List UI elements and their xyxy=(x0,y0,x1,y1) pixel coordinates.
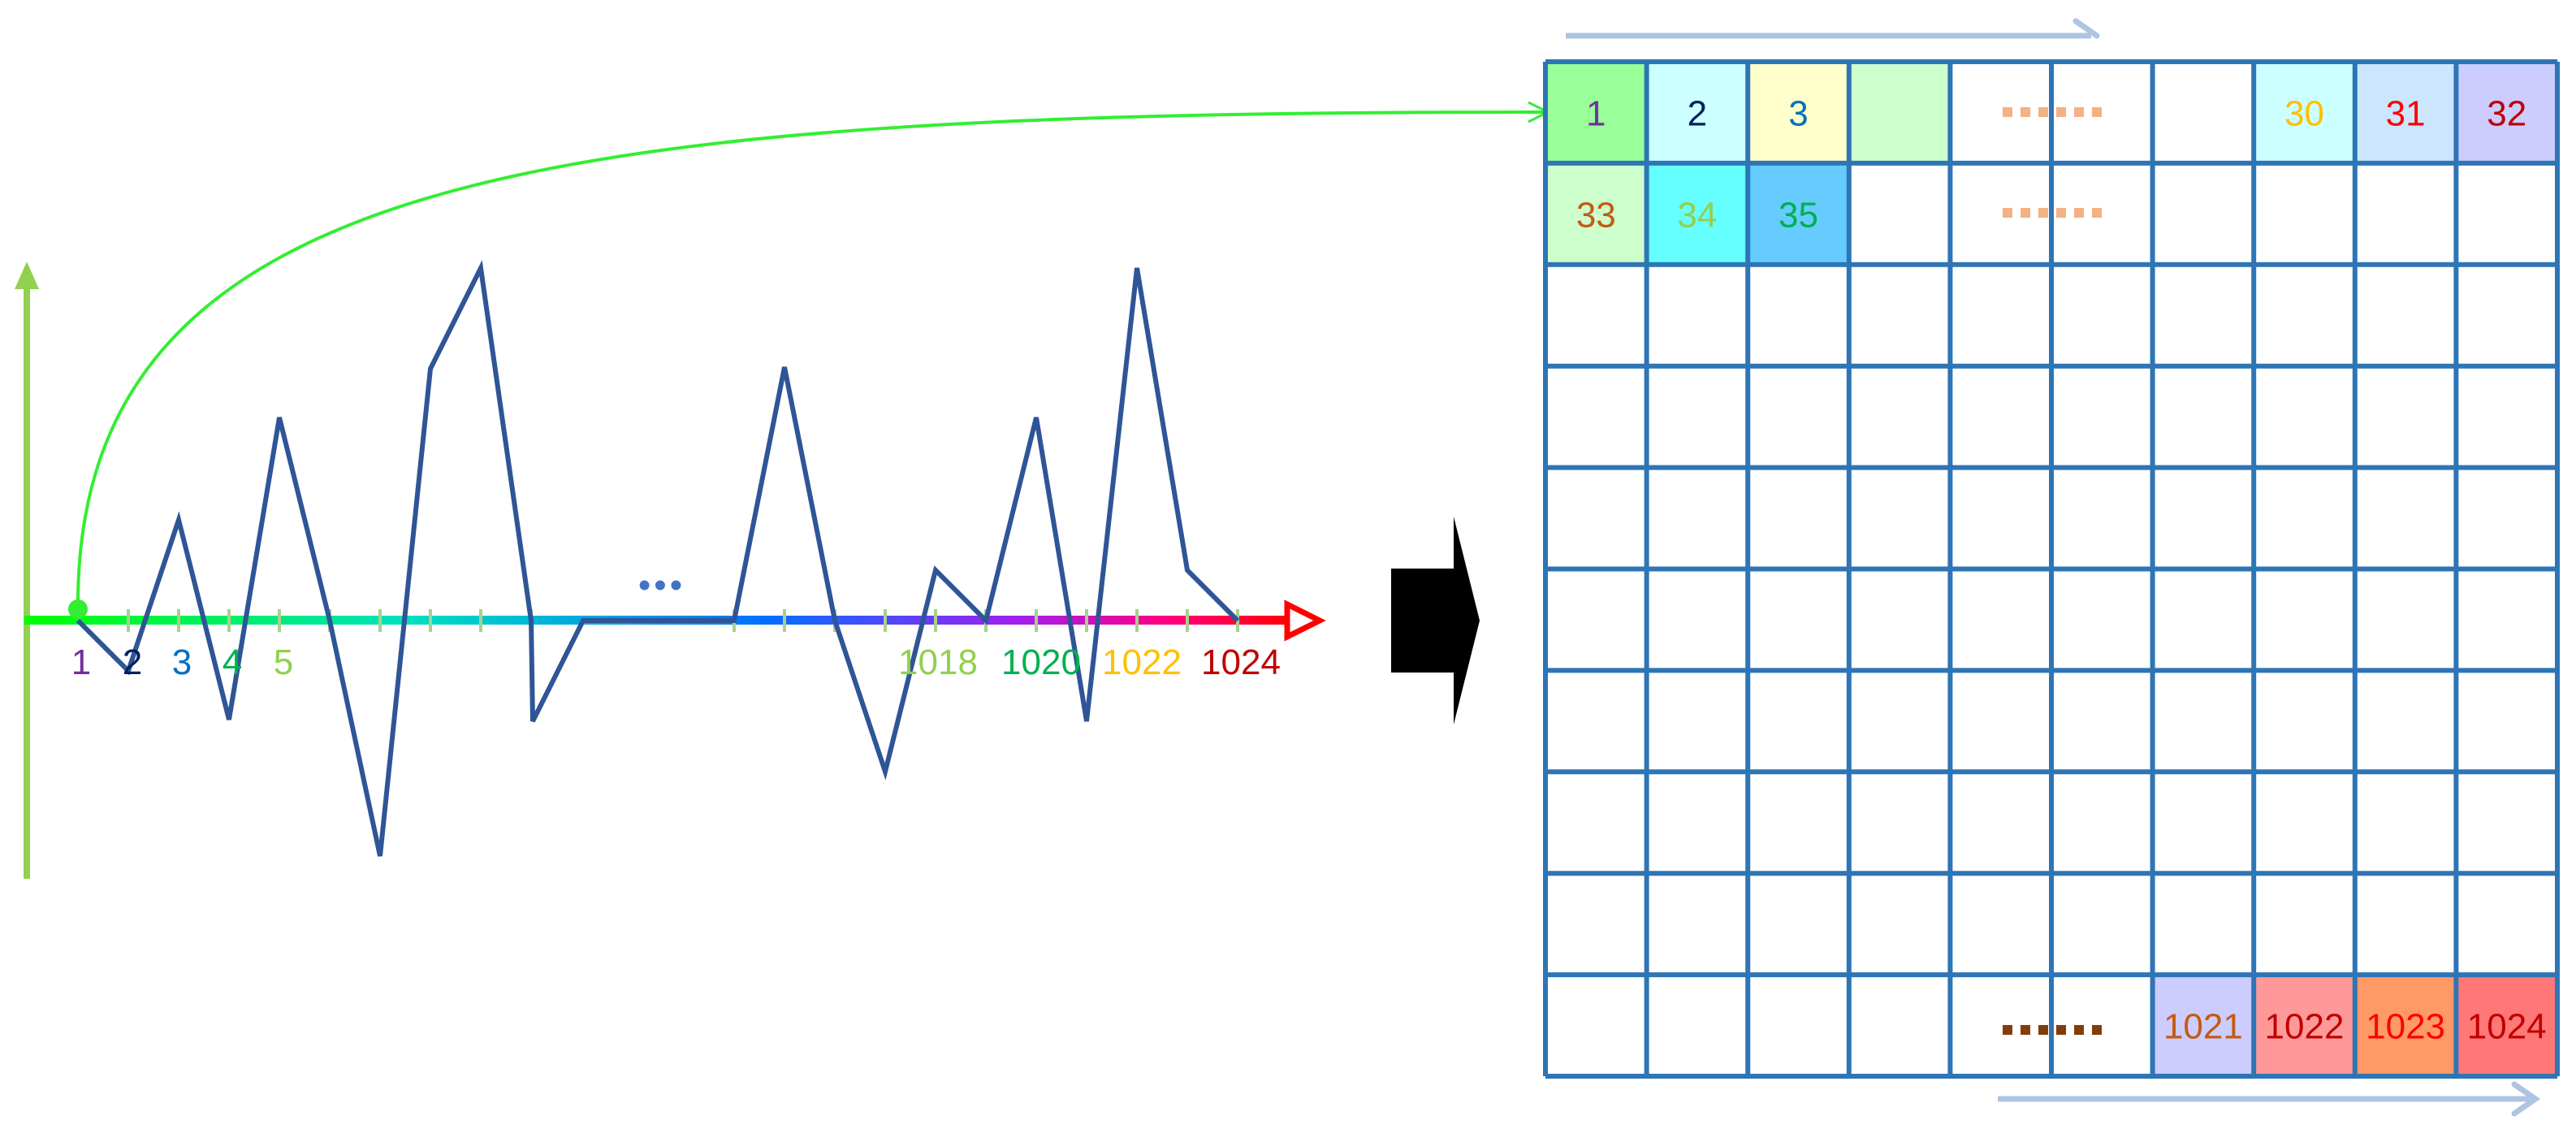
grid-cell xyxy=(1545,162,1647,265)
ellipsis-dot-row2 xyxy=(2003,208,2012,218)
grid-cell-label: 30 xyxy=(2284,93,2324,133)
grid-cell xyxy=(1748,162,1849,265)
ellipsis-dot-row2 xyxy=(2021,208,2030,218)
vertical-axis-arrowhead-icon xyxy=(15,262,39,289)
axis-label: 4 xyxy=(223,642,242,682)
ellipsis-dot-row2 xyxy=(2092,208,2102,218)
grid-lines xyxy=(1543,59,2560,1079)
grid-cell-label: 3 xyxy=(1788,93,1808,133)
axis-label: 2 xyxy=(123,642,142,682)
grid-cell xyxy=(1646,162,1748,265)
grid-cell-label: 32 xyxy=(2487,93,2526,133)
ellipsis-dot-row1 xyxy=(2038,107,2048,117)
ellipsis-dot-row2 xyxy=(2056,208,2066,218)
grid-cell-label: 1021 xyxy=(2163,1007,2243,1047)
grid-cell-label: 1 xyxy=(1586,93,1606,133)
grid-cell xyxy=(2456,62,2557,163)
grid-cell xyxy=(2354,975,2457,1076)
ellipsis-dot-last-row xyxy=(2092,1025,2102,1035)
grid-cell xyxy=(2254,975,2355,1076)
axis-label: 5 xyxy=(274,642,293,682)
ellipsis-dot-last-row xyxy=(2038,1025,2048,1035)
ellipsis-dot-last-row xyxy=(2021,1025,2030,1035)
ellipsis-dot-row1 xyxy=(2092,107,2102,117)
grid-cell xyxy=(2456,975,2557,1076)
ellipsis-dot-last-row xyxy=(2003,1025,2012,1035)
grid-panel: 1 2 3 30 31 32 33 34 35 1021 1022 1023 1024 xyxy=(1543,18,2560,1117)
grid-cell xyxy=(1848,62,1951,163)
ellipsis-dot-last-row xyxy=(2074,1025,2084,1035)
axis-label: 1024 xyxy=(1201,642,1281,682)
ellipsis-dot-row2 xyxy=(2038,208,2048,218)
axis-label: 1022 xyxy=(1102,642,1182,682)
grid-cell-label: 35 xyxy=(1779,195,1818,235)
grid-cell xyxy=(2152,975,2254,1076)
grid-cell-label: 33 xyxy=(1576,195,1616,235)
grid-cell xyxy=(2254,62,2355,163)
grid-cell-label: 1023 xyxy=(2366,1007,2445,1047)
grid-ellipsis-dots xyxy=(2003,107,2102,1035)
signal-waveform xyxy=(76,260,1240,857)
grid-cell xyxy=(2354,62,2457,163)
block-arrow-icon xyxy=(1391,517,1480,725)
ellipsis-dot-row2 xyxy=(2074,208,2084,218)
ellipsis-dot-row1 xyxy=(2021,107,2030,117)
axis-label: 3 xyxy=(172,642,192,682)
ellipsis-dot-row1 xyxy=(2074,107,2084,117)
sample-ellipsis: ••• xyxy=(638,565,685,605)
grid-cell xyxy=(1646,62,1748,163)
horizontal-axis-arrowhead-icon xyxy=(1284,599,1326,642)
grid-cell xyxy=(1748,62,1849,163)
grid-cells xyxy=(1545,62,2557,1076)
axis-label: 1 xyxy=(71,642,91,682)
grid-cell-label: 1024 xyxy=(2467,1007,2547,1047)
axis-label: 1020 xyxy=(1001,642,1081,682)
row-order-arrow-top-head-icon xyxy=(2072,18,2100,39)
grid-cell xyxy=(1545,62,1647,163)
axis-label: 1018 xyxy=(898,642,978,682)
grid-cell-label: 31 xyxy=(2386,93,2426,133)
mapping-curve xyxy=(76,101,1551,612)
grid-cell-label: 1022 xyxy=(2265,1007,2345,1047)
grid-cell-label: 2 xyxy=(1688,93,1707,133)
ellipsis-dot-row1 xyxy=(2056,107,2066,117)
grid-cell-labels: 1 2 3 30 31 32 33 34 35 1021 1022 1023 1024 xyxy=(1576,93,2547,1046)
ellipsis-dot-row1 xyxy=(2003,107,2012,117)
ellipsis-dot-last-row xyxy=(2056,1025,2066,1035)
grid-cell-label: 34 xyxy=(1677,195,1717,235)
row-order-arrow-bottom-head-icon xyxy=(2511,1081,2541,1117)
